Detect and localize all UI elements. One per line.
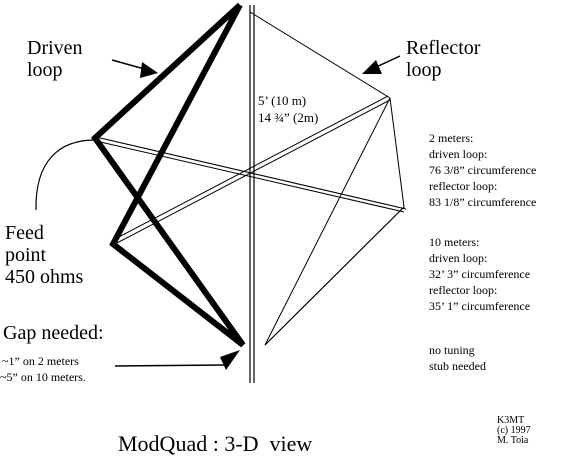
gap-arrow-head <box>220 350 240 370</box>
band-10m-specs: 10 meters: driven loop: 32’ 3” circumfer… <box>429 234 530 314</box>
band-10m-reflector-value: 35’ 1” circumference <box>429 299 531 313</box>
gap-detail-2m: ~1” on 2 meters <box>2 354 79 368</box>
band-10m-driven-label: driven loop: <box>429 251 488 265</box>
band-2m-driven-value: 76 3/8” circumference <box>429 163 537 177</box>
feed-point-line3: 450 ohms <box>5 266 84 288</box>
tuning-note-line1: no tuning <box>429 343 475 357</box>
feed-point-line1: Feed <box>5 222 44 244</box>
band-2m-reflector-value: 83 1/8” circumference <box>429 195 537 209</box>
driven-loop-label-line1: Driven <box>27 37 83 59</box>
credit: K3MT (c) 1997 M. Toia <box>497 416 531 446</box>
boom-length-line1: 5’ (10 m) <box>258 93 307 108</box>
driven-loop-label-line2: loop <box>27 59 63 81</box>
spreader-arm-1b <box>95 140 405 213</box>
feed-point-line2: point <box>5 244 47 266</box>
driven-loop-label: Driven loop <box>27 37 83 81</box>
spreader-arm-2b <box>116 99 391 244</box>
gap-title: Gap needed: <box>3 322 104 344</box>
gap-details: ~1” on 2 meters ~5” on 10 meters. <box>0 353 86 385</box>
driven-arrow-head <box>140 62 158 78</box>
band-10m-reflector-label: reflector loop: <box>429 283 498 297</box>
band-2m-specs: 2 meters: driven loop: 76 3/8” circumfer… <box>429 130 536 210</box>
credit-author: M. Toia <box>497 435 529 446</box>
credit-year: (c) 1997 <box>497 425 531 436</box>
reflector-loop-label-line1: Reflector <box>406 37 481 59</box>
reflector-loop-back <box>264 206 405 346</box>
feed-point-curve <box>35 139 96 211</box>
spreader-arm-2a <box>112 95 389 241</box>
reflector-loop-label-line2: loop <box>406 59 442 81</box>
band-2m-reflector-label: reflector loop: <box>429 179 498 193</box>
driven-loop <box>91 2 246 348</box>
reflector-arrow-head <box>362 60 382 74</box>
boom-length-line2: 14 ¾” (2m) <box>258 110 319 125</box>
credit-call: K3MT <box>497 415 525 426</box>
band-2m-driven-label: driven loop: <box>429 147 488 161</box>
gap-arrow-line <box>114 364 227 367</box>
band-10m-title: 10 meters: <box>429 235 480 249</box>
reflector-loop-label: Reflector loop <box>406 37 480 81</box>
band-2m-title: 2 meters: <box>429 131 474 145</box>
feed-point-label: Feed point 450 ohms <box>5 222 83 288</box>
band-10m-driven-value: 32’ 3” circumference <box>429 267 531 281</box>
boom-length-label: 5’ (10 m) 14 ¾” (2m) <box>258 92 318 126</box>
tuning-note: no tuning stub needed <box>429 342 486 374</box>
gap-detail-10m: ~5” on 10 meters. <box>0 370 86 384</box>
diagram-caption: ModQuad : 3-D view <box>118 431 313 456</box>
tuning-note-line2: stub needed <box>429 359 486 373</box>
